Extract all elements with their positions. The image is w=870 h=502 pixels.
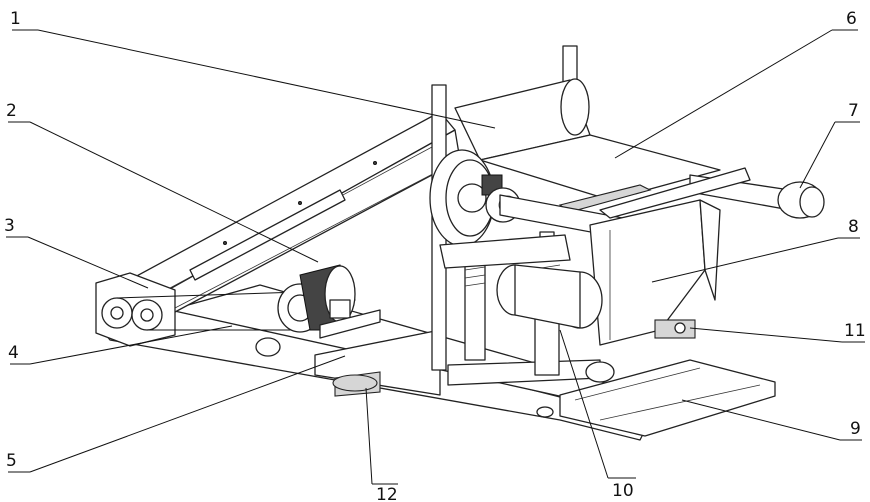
- hopper: [590, 200, 720, 345]
- callout-11: 11: [844, 321, 866, 341]
- callout-5: 5: [6, 451, 17, 471]
- callout-12: 12: [376, 485, 398, 502]
- machine-drawing: [96, 46, 824, 440]
- callout-9: 9: [850, 419, 861, 439]
- callout-2: 2: [6, 101, 17, 121]
- callout-7: 7: [848, 101, 859, 121]
- callout-1: 1: [10, 9, 21, 29]
- callout-8: 8: [848, 217, 859, 237]
- vibration-drum: [497, 265, 602, 328]
- callout-3: 3: [4, 216, 15, 236]
- callout-6: 6: [846, 9, 857, 29]
- callout-10: 10: [612, 481, 634, 501]
- callout-4: 4: [8, 343, 19, 363]
